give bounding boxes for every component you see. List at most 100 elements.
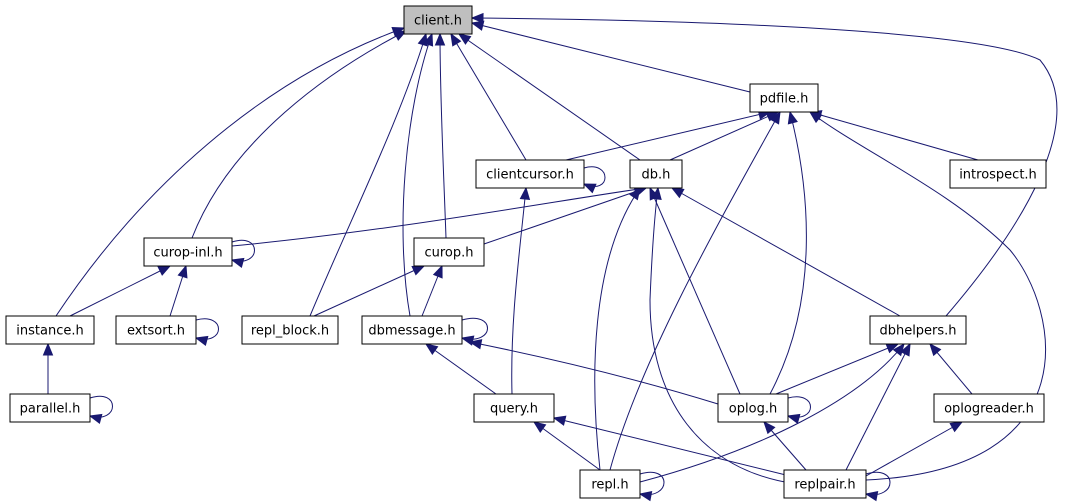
arrowhead-parallel-to-instance <box>42 342 54 356</box>
node-box-dbhelpers[interactable] <box>869 315 967 345</box>
edge-db-to-client <box>458 33 641 161</box>
arrowhead-oplog-to-dbmessage <box>468 339 483 350</box>
edge-curopinl-to-curopinl <box>231 239 255 262</box>
node-oplog[interactable]: oplog.h <box>717 393 789 423</box>
node-box-instance[interactable] <box>5 315 95 345</box>
node-replblock[interactable]: repl_block.h <box>241 315 339 345</box>
node-box-replpair[interactable] <box>783 469 867 499</box>
node-repl[interactable]: repl.h <box>579 469 641 499</box>
edge-replblock-to-client <box>309 33 427 317</box>
node-label-db: db.h <box>642 168 671 183</box>
node-box-clientcursor[interactable] <box>475 159 585 189</box>
edge-repl-to-db <box>594 187 641 471</box>
arrowhead-curop-to-client <box>434 32 446 46</box>
arrowhead-replpair-to-oplog <box>763 421 776 435</box>
edge-replpair-to-query <box>553 417 791 477</box>
arrowhead-oplog-to-oplog <box>786 413 801 425</box>
arrowhead-curopinl-to-curopinl <box>230 257 245 269</box>
arrowhead-replpair-to-dbhelpers <box>900 342 911 357</box>
node-dbhelpers[interactable]: dbhelpers.h <box>869 315 967 345</box>
edge-oplog-to-db <box>649 187 741 395</box>
node-label-oplog: oplog.h <box>729 402 777 417</box>
arrowhead-repl-to-query <box>532 421 547 434</box>
node-clientcursor[interactable]: clientcursor.h <box>475 159 585 189</box>
node-box-oplog[interactable] <box>717 393 789 423</box>
node-box-oplogreader[interactable] <box>933 393 1045 423</box>
arrowhead-dbmessage-to-curop <box>432 264 443 279</box>
arrowhead-replpair-to-db <box>651 186 662 201</box>
node-pdfile[interactable]: pdfile.h <box>749 83 819 113</box>
node-box-query[interactable] <box>473 393 555 423</box>
arrowhead-parallel-to-parallel <box>88 413 103 425</box>
edge-layer <box>42 12 1058 502</box>
edge-clientcursor-to-clientcursor <box>583 166 606 187</box>
node-box-introspect[interactable] <box>949 159 1047 189</box>
edge-oplog-to-dbhelpers <box>775 343 899 395</box>
edge-dbmessage-to-client <box>402 33 433 317</box>
arrowhead-extsort-to-curopinl <box>177 264 188 279</box>
arrowhead-query-to-clientcursor <box>519 186 531 200</box>
node-curop[interactable]: curop.h <box>413 237 485 267</box>
node-label-repl: repl.h <box>591 478 628 493</box>
edge-clientcursor-to-pdfile <box>565 111 771 161</box>
node-instance[interactable]: instance.h <box>5 315 95 345</box>
node-label-parallel: parallel.h <box>20 402 81 417</box>
edge-query-to-dbmessage <box>425 343 497 395</box>
node-box-dbmessage[interactable] <box>361 315 463 345</box>
node-box-curopinl[interactable] <box>143 237 233 267</box>
node-label-query: query.h <box>490 402 538 417</box>
node-curopinl[interactable]: curop-inl.h <box>143 237 233 267</box>
node-parallel[interactable]: parallel.h <box>9 393 91 423</box>
node-label-introspect: introspect.h <box>959 168 1037 183</box>
arrowhead-clientcursor-to-clientcursor <box>582 183 597 194</box>
node-query[interactable]: query.h <box>473 393 555 423</box>
node-box-curop[interactable] <box>413 237 485 267</box>
arrowhead-replblock-to-curop <box>411 265 426 276</box>
node-box-db[interactable] <box>629 159 683 189</box>
edge-replblock-to-curop <box>313 265 425 317</box>
edge-repl-to-dbhelpers <box>639 343 905 483</box>
node-box-replblock[interactable] <box>241 315 339 345</box>
arrowhead-repl-to-repl <box>638 490 653 502</box>
node-introspect[interactable]: introspect.h <box>949 159 1047 189</box>
arrowhead-extsort-to-extsort <box>194 335 209 347</box>
edge-pdfile-to-client <box>471 22 751 93</box>
edge-db-to-pdfile <box>669 111 779 161</box>
edge-dbmessage-to-dbmessage <box>461 317 488 340</box>
arrowhead-repl-to-pdfile <box>769 110 781 125</box>
node-box-repl[interactable] <box>579 469 641 499</box>
node-label-curop: curop.h <box>424 246 473 261</box>
node-label-clientcursor: clientcursor.h <box>486 168 574 183</box>
edge-oplog-to-dbmessage <box>469 341 719 405</box>
edge-dbhelpers-to-db <box>671 187 901 317</box>
edge-instance-to-curopinl <box>69 265 171 317</box>
edge-curop-to-db <box>483 187 647 245</box>
node-extsort[interactable]: extsort.h <box>115 315 197 345</box>
edge-curop-to-client <box>439 33 447 239</box>
node-box-client[interactable] <box>403 5 473 35</box>
edge-query-to-clientcursor <box>511 187 527 395</box>
arrowhead-oplog-to-pdfile <box>787 110 798 125</box>
edge-curopinl-to-db <box>231 187 647 247</box>
node-client[interactable]: client.h <box>403 5 473 35</box>
node-box-parallel[interactable] <box>9 393 91 423</box>
arrowhead-dbhelpers-to-client <box>470 12 484 24</box>
node-box-pdfile[interactable] <box>749 83 819 113</box>
node-label-curopinl: curop-inl.h <box>153 246 222 261</box>
node-layer: client.h pdfile.h clientcursor.h db.h intros… <box>5 5 1047 499</box>
edge-parallel-to-parallel <box>89 395 113 418</box>
arrowhead-repl-to-dbhelpers <box>892 342 905 357</box>
arrowhead-pdfile-to-client <box>470 20 485 31</box>
arrowhead-repl-to-db <box>629 186 641 201</box>
node-label-dbmessage: dbmessage.h <box>368 324 455 339</box>
arrowhead-dbhelpers-to-db <box>670 187 685 199</box>
node-oplogreader[interactable]: oplogreader.h <box>933 393 1045 423</box>
node-replpair[interactable]: replpair.h <box>783 469 867 499</box>
arrowhead-replpair-to-oplogreader <box>949 421 964 433</box>
edge-repl-to-pdfile <box>609 111 781 471</box>
edge-replpair-to-oplogreader <box>865 421 963 477</box>
edge-dbhelpers-to-client <box>471 17 1058 317</box>
node-dbmessage[interactable]: dbmessage.h <box>361 315 463 345</box>
node-db[interactable]: db.h <box>629 159 683 189</box>
node-box-extsort[interactable] <box>115 315 197 345</box>
